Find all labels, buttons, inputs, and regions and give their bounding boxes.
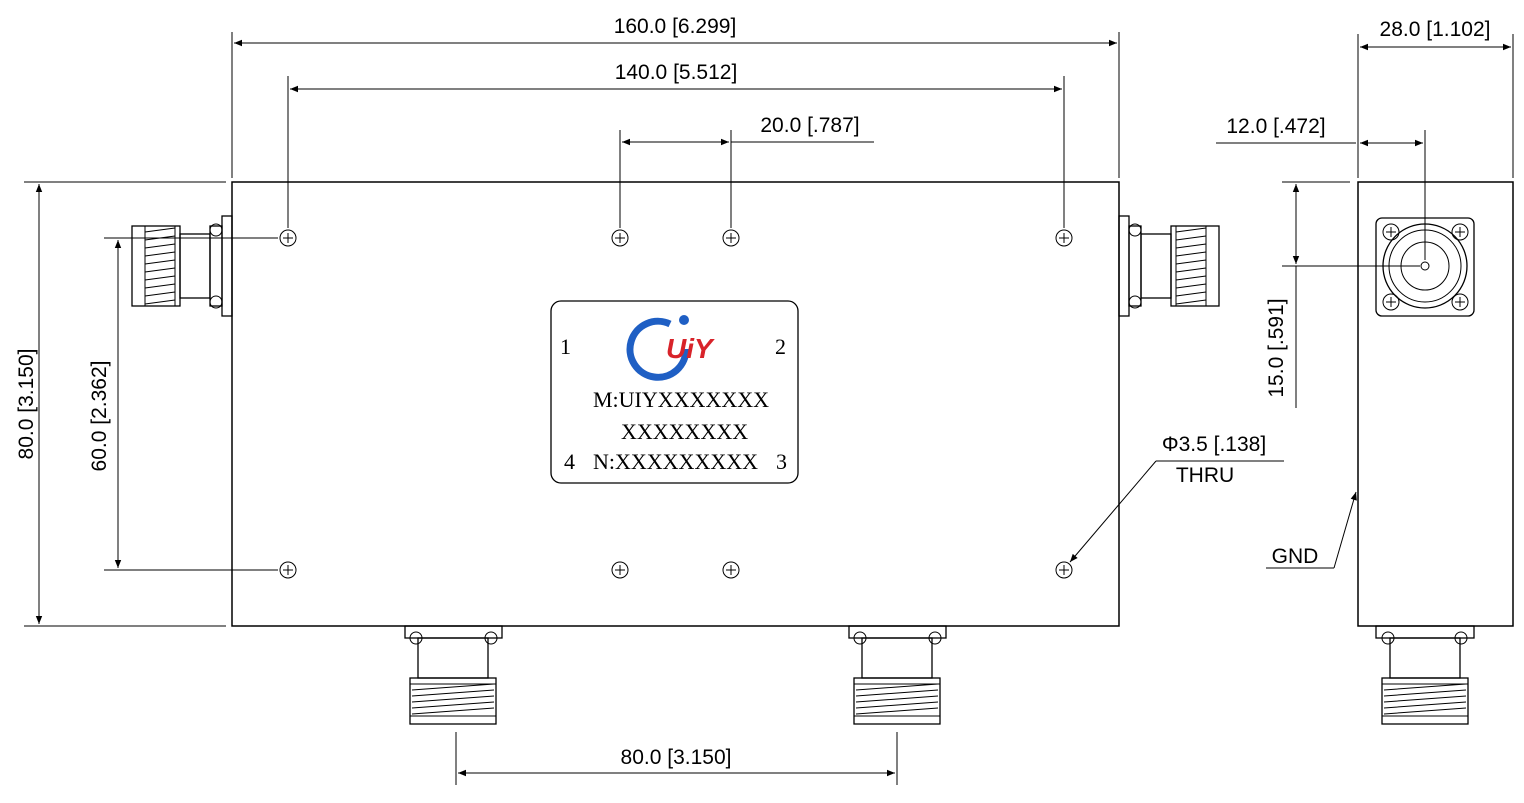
logo-lettering: UiY xyxy=(666,333,715,364)
port-1-label: 1 xyxy=(560,334,571,359)
mounting-hole xyxy=(279,561,297,579)
hole-note: THRU xyxy=(1176,464,1234,487)
port-4-label: 4 xyxy=(564,449,575,474)
dim-hole-diameter: Φ3.5 [.138] xyxy=(1162,433,1266,456)
mounting-hole xyxy=(611,561,629,579)
serial-line: N:XXXXXXXXX xyxy=(593,449,758,474)
dim-connector-offset-x: 12.0 [.472] xyxy=(1226,115,1325,138)
mounting-hole xyxy=(722,561,740,579)
dim-overall-length: 160.0 [6.299] xyxy=(614,15,737,38)
left-connector xyxy=(131,215,233,317)
mounting-hole xyxy=(722,229,740,247)
dim-side-width: 28.0 [1.102] xyxy=(1380,18,1491,41)
bottom-connector-right xyxy=(848,625,947,725)
mounting-hole xyxy=(1055,561,1073,579)
gnd-label: GND xyxy=(1272,545,1319,568)
dim-overall-height: 80.0 [3.150] xyxy=(15,349,38,460)
mounting-hole xyxy=(279,229,297,247)
front-view-body xyxy=(231,181,1120,627)
port-3-label: 3 xyxy=(776,449,787,474)
right-connector xyxy=(1118,215,1220,317)
dim-connector-offset-y: 15.0 [.591] xyxy=(1265,298,1288,397)
mounting-holes xyxy=(279,229,1073,579)
uiy-logo: UiY xyxy=(626,315,715,381)
dim-center-hole-pitch: 20.0 [.787] xyxy=(760,114,859,137)
dim-hole-span: 140.0 [5.512] xyxy=(615,61,738,84)
side-view-body xyxy=(1357,181,1514,627)
dim-port-spacing: 80.0 [3.150] xyxy=(621,746,732,769)
model-line-2: XXXXXXXX xyxy=(621,419,748,444)
side-bottom-connector xyxy=(1375,625,1475,725)
model-line: M:UIYXXXXXXX xyxy=(593,387,769,412)
port-2-label: 2 xyxy=(775,334,786,359)
mounting-hole xyxy=(611,229,629,247)
mounting-hole xyxy=(1055,229,1073,247)
bottom-connector-left xyxy=(404,625,503,725)
label-plate xyxy=(550,300,799,484)
dim-hole-vertical-span: 60.0 [2.362] xyxy=(88,361,111,472)
